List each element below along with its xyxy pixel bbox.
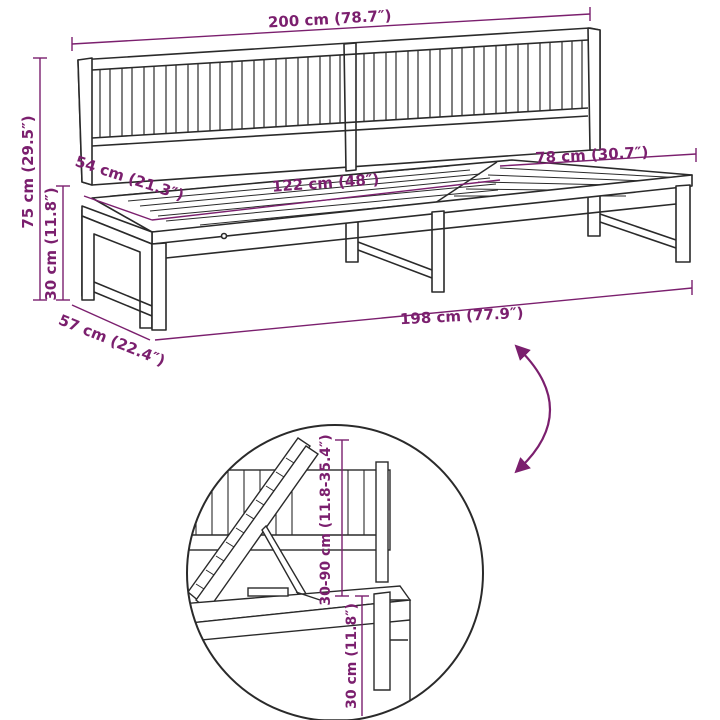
- recline-detail-inset: 30-90 cm (11.8-35.4″) 30 cm (11.8″): [186, 424, 484, 720]
- recline-range-label: 30-90 cm (11.8-35.4″): [318, 434, 334, 605]
- backrest-slats: [99, 40, 583, 137]
- seat-platform: [81, 159, 693, 245]
- total-height-label: 75 cm (29.5″): [19, 115, 37, 228]
- base-length-label: 198 cm (77.9″): [400, 304, 524, 328]
- dimension-lines: [33, 7, 697, 474]
- backrest: [77, 27, 601, 186]
- detail-dimension-lines: [335, 439, 369, 716]
- bench-illustration: [77, 27, 693, 331]
- seat-height-label: 30 cm (11.8″): [42, 187, 60, 300]
- detail-seat-height-label: 30 cm (11.8″): [344, 603, 360, 709]
- front-base: [81, 184, 691, 331]
- backrest-width-label: 200 cm (78.7″): [267, 6, 392, 31]
- right-seat-length-label: 78 cm (30.7″): [535, 143, 649, 167]
